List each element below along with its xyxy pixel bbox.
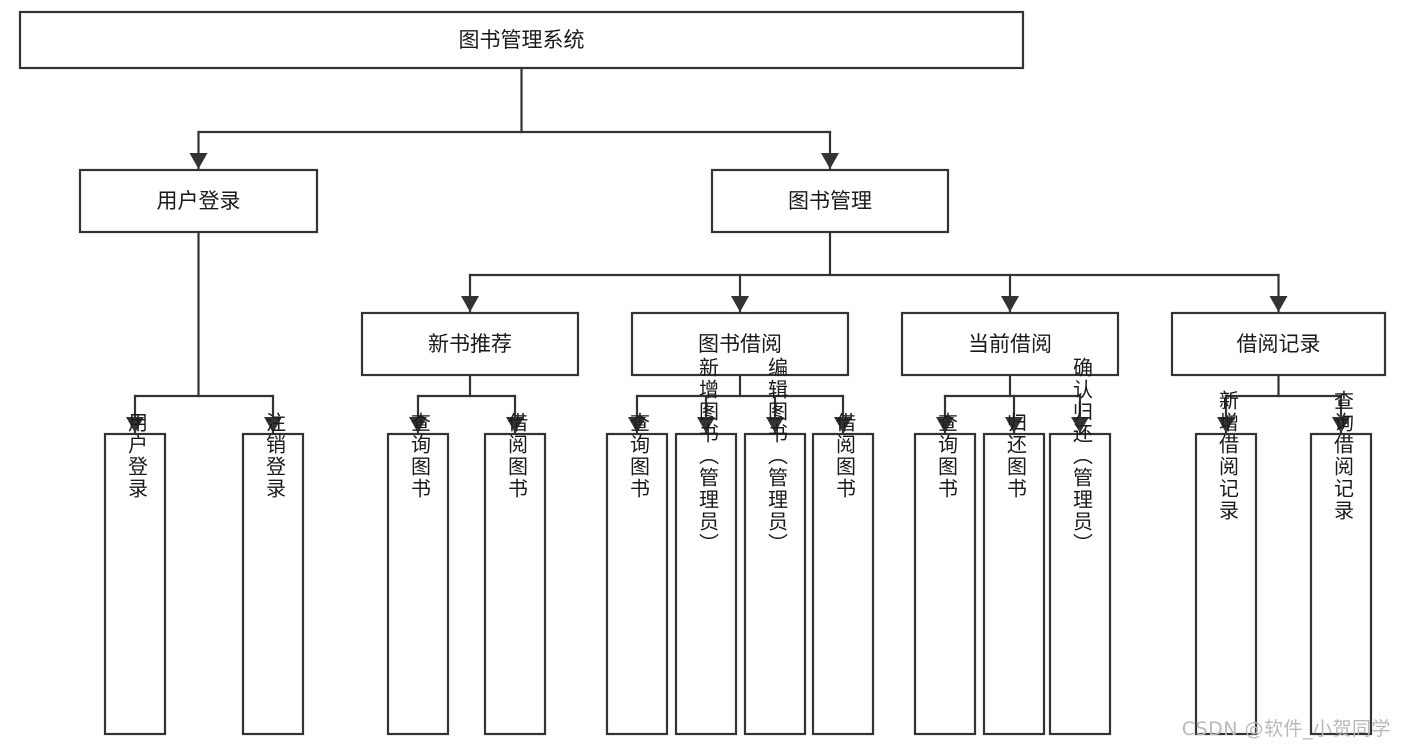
node-box	[674, 432, 738, 736]
node-box	[1309, 432, 1373, 736]
edge-arrowhead	[766, 417, 784, 433]
node-box	[241, 432, 305, 736]
edge-arrowhead	[189, 153, 208, 169]
node-label: 查询借阅记录	[1331, 390, 1355, 522]
edge-arrowhead	[1071, 417, 1089, 433]
node-leaf-borrow-book-new[interactable]: 借阅图书	[483, 412, 547, 736]
node-box	[630, 311, 850, 377]
edge-arrowhead	[461, 296, 479, 312]
node-label: 图书管理	[788, 189, 872, 213]
edge-group-bookmgmt	[461, 230, 1288, 314]
node-label: 用户登录	[125, 412, 149, 500]
node-label: 图书借阅	[698, 332, 782, 356]
edge-arrowhead	[506, 417, 524, 433]
node-label: 借阅图书	[505, 412, 529, 500]
edge-arrowhead	[126, 417, 144, 433]
node-box	[103, 432, 167, 736]
edge-arrowhead	[1269, 296, 1288, 312]
node-box	[710, 168, 950, 234]
node-records[interactable]: 借阅记录	[1170, 311, 1387, 377]
node-leaf-query-book-new[interactable]: 查询图书	[386, 412, 450, 736]
node-box	[18, 10, 1025, 70]
node-label: 当前借阅	[968, 332, 1052, 356]
node-box	[1170, 311, 1387, 377]
node-root[interactable]: 图书管理系统	[18, 10, 1025, 70]
edge-arrowhead	[264, 417, 282, 433]
node-box	[1048, 432, 1112, 736]
node-leaf-query-book-current[interactable]: 查询图书	[913, 412, 977, 736]
node-leaf-add-book[interactable]: 新增图书（管理员）	[674, 357, 738, 736]
node-leaf-query-book-borrow[interactable]: 查询图书	[605, 412, 669, 736]
node-leaf-query-record[interactable]: 查询借阅记录	[1309, 390, 1373, 736]
node-box	[982, 432, 1046, 736]
node-box	[605, 432, 669, 736]
edge-group-newbook	[409, 373, 524, 435]
edge-arrowhead	[731, 296, 749, 312]
node-label: 查询图书	[627, 412, 651, 500]
node-leaf-borrow-book[interactable]: 借阅图书	[811, 412, 875, 736]
edge-group-root	[189, 66, 839, 171]
edge-arrowhead	[834, 417, 852, 433]
edge-arrowhead	[1001, 296, 1019, 312]
edge-group-current	[936, 373, 1089, 435]
node-leaf-user-login[interactable]: 用户登录	[103, 412, 167, 736]
node-box	[360, 311, 580, 377]
csdn-watermark: CSDN @软件_小贺同学	[1181, 718, 1391, 740]
node-label: 新增借阅记录	[1216, 390, 1240, 522]
nodes-layer: 图书管理系统用户登录图书管理新书推荐图书借阅当前借阅借阅记录用户登录注销登录查询…	[18, 10, 1387, 736]
node-leaf-edit-book[interactable]: 编辑图书（管理员）	[743, 357, 807, 736]
node-box	[386, 432, 450, 736]
node-newbook[interactable]: 新书推荐	[360, 311, 580, 377]
node-label: 借阅记录	[1237, 332, 1321, 356]
edge-arrowhead	[697, 417, 715, 433]
node-leaf-confirm-return[interactable]: 确认归还（管理员）	[1048, 357, 1112, 736]
edge-group-login	[126, 230, 282, 435]
edge-arrowhead	[1005, 417, 1023, 433]
node-login[interactable]: 用户登录	[78, 168, 319, 234]
node-leaf-add-record[interactable]: 新增借阅记录	[1194, 390, 1258, 736]
node-leaf-logout-login[interactable]: 注销登录	[241, 412, 305, 736]
node-label: 确认归还（管理员）	[1070, 357, 1094, 555]
node-box	[900, 311, 1120, 377]
node-box	[1194, 432, 1258, 736]
node-box	[811, 432, 875, 736]
node-label: 归还图书	[1004, 412, 1028, 500]
node-label: 图书管理系统	[459, 28, 585, 52]
node-label: 注销登录	[263, 412, 287, 500]
edge-arrowhead	[409, 417, 427, 433]
node-box	[743, 432, 807, 736]
node-box	[483, 432, 547, 736]
node-box	[913, 432, 977, 736]
edge-arrowhead	[1217, 417, 1235, 433]
node-bookmgmt[interactable]: 图书管理	[710, 168, 950, 234]
edge-arrowhead	[628, 417, 646, 433]
node-box	[78, 168, 319, 234]
edge-group-borrow	[628, 373, 852, 435]
node-leaf-return-book[interactable]: 归还图书	[982, 412, 1046, 736]
edge-arrowhead	[1332, 417, 1350, 433]
node-label: 编辑图书（管理员）	[765, 357, 789, 555]
node-current[interactable]: 当前借阅	[900, 311, 1120, 377]
node-label: 借阅图书	[833, 412, 857, 500]
edge-arrowhead	[821, 153, 839, 169]
node-label: 新书推荐	[428, 332, 512, 356]
node-label: 新增图书（管理员）	[696, 357, 720, 555]
edge-arrowhead	[936, 417, 954, 433]
edges-layer	[126, 66, 1350, 435]
node-label: 用户登录	[157, 189, 241, 213]
node-borrow[interactable]: 图书借阅	[630, 311, 850, 377]
edge-group-records	[1217, 373, 1350, 435]
node-label: 查询图书	[408, 412, 432, 500]
node-label: 查询图书	[935, 412, 959, 500]
